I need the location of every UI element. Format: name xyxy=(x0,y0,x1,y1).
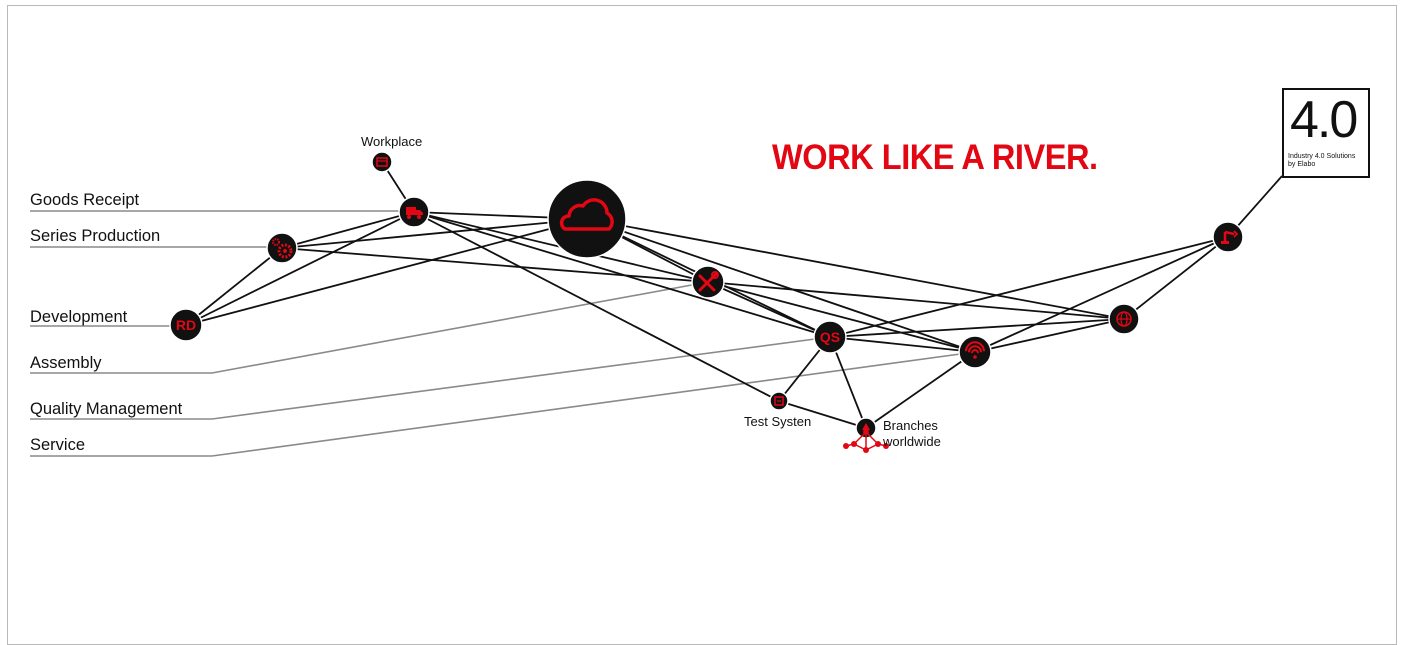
industry-4-badge: 4.0 Industry 4.0 Solutions by Elabo xyxy=(1282,88,1370,178)
workplace-label: Workplace xyxy=(361,134,423,149)
node-test-system xyxy=(769,391,789,411)
node-globe xyxy=(1108,303,1140,335)
badge-subtitle: Industry 4.0 Solutions by Elabo xyxy=(1288,153,1355,169)
test-icon xyxy=(774,396,784,406)
category-leader-lines xyxy=(30,210,976,457)
network-nodes: RD QS xyxy=(169,151,1244,453)
edge-assembly-globe xyxy=(707,281,1125,320)
edge-series-production-assembly xyxy=(281,247,709,283)
branches-label-line1: Branches xyxy=(883,418,938,433)
edge-qs-robot xyxy=(829,236,1229,338)
edge-goods-receipt-test-system xyxy=(413,211,780,402)
category-quality-management: Quality Management xyxy=(30,400,183,418)
test-system-label: Test Systen xyxy=(744,414,812,429)
wifi-icon xyxy=(965,341,985,359)
network-icon xyxy=(843,423,889,453)
truck-icon xyxy=(406,207,423,219)
edge-wifi-robot xyxy=(974,236,1229,353)
cloud-icon xyxy=(559,198,614,231)
edge-cloud-globe xyxy=(586,218,1125,320)
globe-icon xyxy=(1116,311,1132,327)
node-qs: QS xyxy=(813,320,847,354)
leader-line-assembly xyxy=(30,281,709,374)
window-icon xyxy=(376,157,388,167)
leader-line-quality-management xyxy=(30,336,831,420)
node-workplace xyxy=(371,151,393,173)
node-development: RD xyxy=(169,308,203,342)
category-service: Service xyxy=(30,436,86,454)
edge-series-production-development xyxy=(185,247,283,326)
tools-icon xyxy=(698,271,719,292)
category-development: Development xyxy=(30,308,128,326)
edge-branches-wifi xyxy=(865,351,976,429)
edge-qs-wifi xyxy=(829,336,976,353)
leader-line-service xyxy=(30,351,976,457)
edge-qs-globe xyxy=(829,318,1125,338)
edge-wifi-globe xyxy=(974,318,1125,353)
badge-subtitle-line2: by Elabo xyxy=(1288,161,1316,168)
slogan: WORK LIKE A RIVER. xyxy=(772,138,1098,177)
edge-assembly-wifi xyxy=(707,281,976,353)
edge-series-production-cloud xyxy=(281,218,588,249)
edge-assembly-qs xyxy=(707,281,831,338)
network-edges xyxy=(185,161,1283,429)
node-robot xyxy=(1212,221,1244,253)
badge-subtitle-line1: Industry 4.0 Solutions xyxy=(1288,153,1356,160)
node-assembly xyxy=(691,265,725,299)
category-goods-receipt: Goods Receipt xyxy=(30,191,140,209)
edge-globe-robot xyxy=(1123,236,1229,320)
node-development-text: RD xyxy=(176,317,196,333)
category-assembly: Assembly xyxy=(30,354,102,372)
node-series-production xyxy=(266,232,298,264)
robot-arm-icon xyxy=(1221,230,1239,244)
edge-cloud-wifi xyxy=(586,218,976,353)
node-wifi xyxy=(958,335,992,369)
node-qs-text: QS xyxy=(820,329,840,345)
edge-goods-receipt-series-production xyxy=(281,211,415,249)
node-cloud xyxy=(547,179,627,259)
gears-icon xyxy=(272,238,293,259)
edge-goods-receipt-development xyxy=(185,211,415,326)
branches-label-line2: worldwide xyxy=(883,434,941,449)
node-goods-receipt xyxy=(398,196,430,228)
edge-test-system-branches xyxy=(778,400,867,429)
edge-development-cloud xyxy=(185,218,588,326)
category-series-production: Series Production xyxy=(30,227,161,245)
badge-number: 4.0 xyxy=(1290,91,1358,149)
node-branches xyxy=(843,417,889,453)
